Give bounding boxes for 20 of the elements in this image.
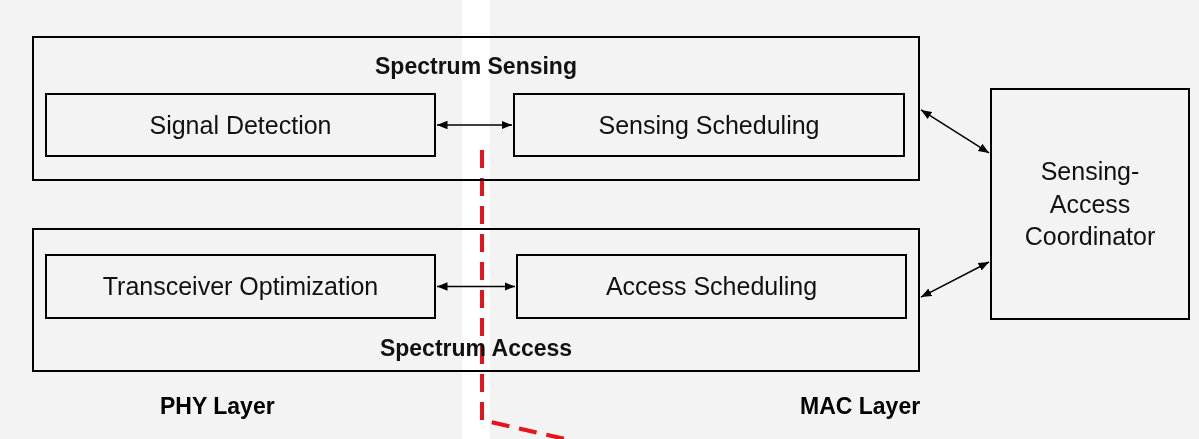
process-box [513,93,905,157]
process-box [990,88,1190,320]
group-box [32,36,920,181]
group-box [32,228,920,372]
layer-label: PHY Layer [160,393,275,420]
layer-label: MAC Layer [800,393,921,420]
group-heading: Spectrum Sensing [374,52,578,81]
box-label: Access Scheduling [604,271,819,303]
process-box [45,254,436,319]
group-heading: Spectrum Access [378,334,574,364]
box-label: Transceiver Optimization [101,271,380,303]
box-label: Sensing-Access Coordinator [1023,156,1157,253]
double-arrow [436,120,513,130]
double-arrow [436,282,516,291]
double-arrow [920,109,990,154]
double-arrow [920,261,990,298]
process-box [45,93,436,157]
process-box [516,254,907,319]
box-label: Signal Detection [148,109,333,141]
box-label: Sensing Scheduling [597,109,821,141]
